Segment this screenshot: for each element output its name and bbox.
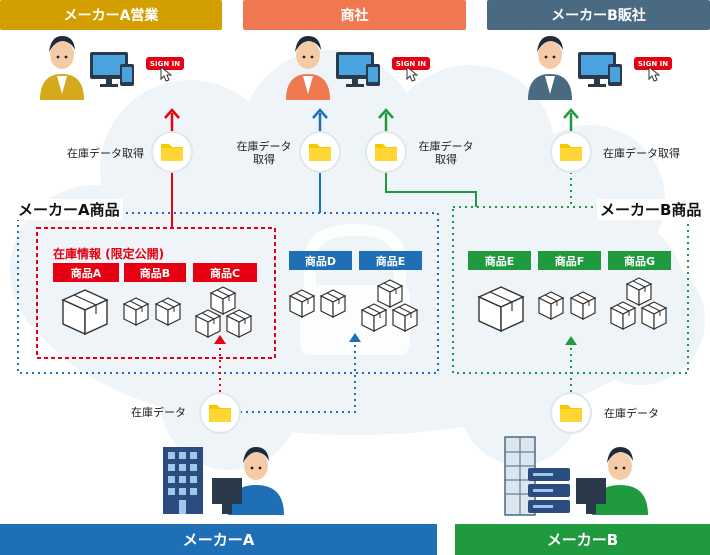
tag-product-d: 商品D bbox=[289, 251, 352, 270]
group-label-maker-b-products: メーカーB商品 bbox=[597, 199, 705, 220]
tag-product-g: 商品G bbox=[608, 251, 671, 270]
footer-maker-b: メーカーB bbox=[455, 524, 710, 555]
label-stock-get-b: 在庫データ取得 bbox=[603, 147, 680, 160]
arrow-up-green-right bbox=[563, 108, 579, 131]
tag-product-c: 商品C bbox=[193, 263, 257, 282]
folder-icon-stock-get-trading-right bbox=[365, 131, 407, 173]
box-icon-product-e-right bbox=[478, 286, 524, 332]
arrow-up-red bbox=[164, 108, 180, 131]
footer-maker-a: メーカーA bbox=[0, 524, 437, 555]
sign-in-button-trading: SIGN IN bbox=[395, 59, 427, 68]
label-stock-data-a: 在庫データ bbox=[131, 406, 186, 419]
limited-inventory-boundary bbox=[36, 227, 276, 359]
user-trading-icon bbox=[286, 36, 431, 100]
tag-product-e-right: 商品E bbox=[468, 251, 531, 270]
connector-blue-bottom bbox=[240, 340, 356, 413]
tag-product-f: 商品F bbox=[538, 251, 601, 270]
cloud-background bbox=[10, 50, 705, 470]
arrow-up-blue bbox=[312, 108, 328, 131]
worker-b-icon bbox=[576, 447, 648, 515]
limited-inventory-title: 在庫情報 (限定公開) bbox=[53, 247, 165, 261]
arrow-up-green-mid bbox=[378, 108, 394, 131]
folder-icon-stock-get-trading-left bbox=[299, 131, 341, 173]
header-trading: 商社 bbox=[243, 0, 466, 30]
folder-icon-stock-get-b bbox=[550, 131, 592, 173]
label-stock-get-trading-right: 在庫データ 取得 bbox=[418, 140, 474, 166]
connector-green-mid bbox=[385, 172, 477, 207]
folder-icon-stock-data-b bbox=[550, 392, 592, 434]
tag-product-e-left: 商品E bbox=[359, 251, 422, 270]
box-icon-product-a bbox=[62, 289, 108, 335]
tag-product-b: 商品B bbox=[124, 263, 186, 282]
header-maker-b-sales: メーカーB販社 bbox=[487, 0, 710, 30]
worker-a-icon bbox=[212, 447, 284, 515]
label-stock-get-trading-left: 在庫データ 取得 bbox=[236, 140, 292, 166]
group-label-maker-a-products: メーカーA商品 bbox=[15, 199, 123, 220]
sign-in-button-b: SIGN IN bbox=[637, 59, 669, 68]
sign-in-button-a: SIGN IN bbox=[149, 59, 181, 68]
header-maker-a-sales: メーカーA営業 bbox=[0, 0, 222, 30]
folder-icon-stock-get-a bbox=[151, 131, 193, 173]
label-stock-get-a: 在庫データ取得 bbox=[67, 147, 144, 160]
building-icon bbox=[163, 447, 203, 514]
tag-product-a: 商品A bbox=[53, 263, 119, 282]
label-stock-data-b: 在庫データ bbox=[604, 407, 659, 420]
server-rack-icon bbox=[528, 468, 570, 513]
folder-icon-stock-data-a bbox=[199, 392, 241, 434]
user-maker-a-sales-icon bbox=[40, 36, 185, 100]
user-maker-b-sales-icon bbox=[528, 36, 673, 100]
